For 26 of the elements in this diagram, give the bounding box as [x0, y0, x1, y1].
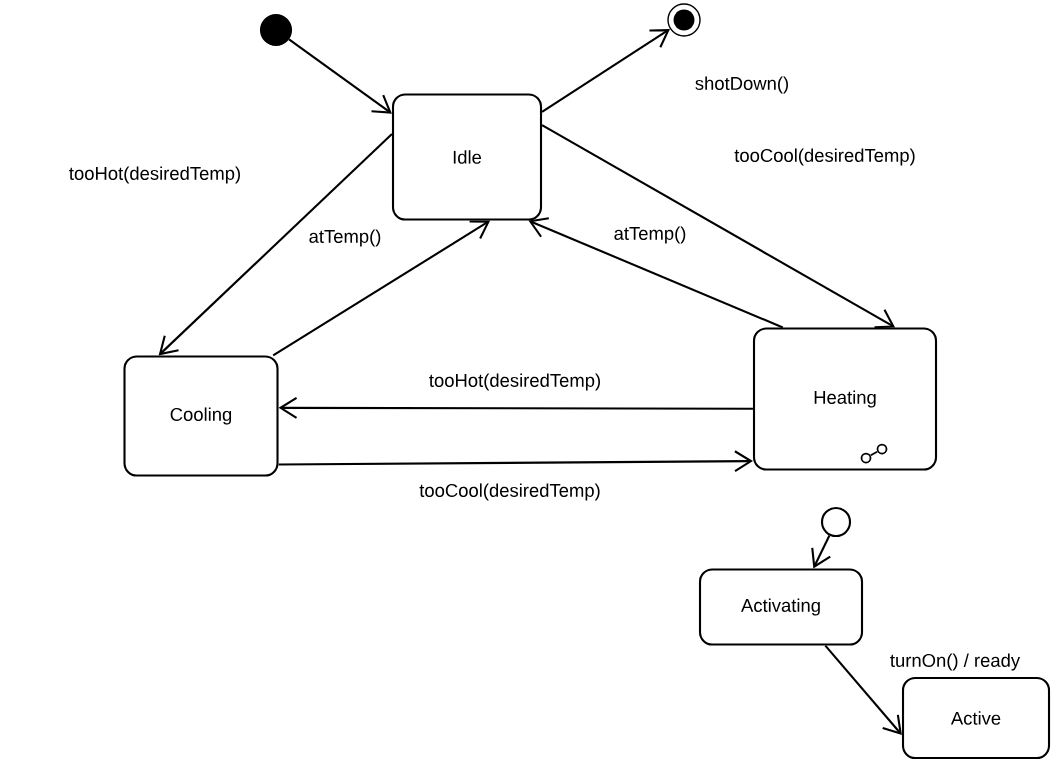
arrow — [541, 124, 896, 329]
state-box: Cooling — [123, 355, 279, 477]
arrow — [824, 644, 902, 736]
edge-label: atTemp() — [306, 227, 384, 249]
arrow — [288, 38, 392, 114]
start-circle — [820, 506, 852, 538]
edge-label: tooCool(desiredTemp) — [732, 146, 918, 168]
edge-label: tooHot(desiredTemp) — [427, 371, 603, 393]
edge-label: turnOn() / ready — [888, 651, 1022, 673]
arrow — [541, 29, 670, 113]
state-box: Active — [901, 676, 1051, 760]
final-state-symbol — [667, 3, 701, 37]
arrow — [811, 535, 831, 569]
arrow — [158, 133, 393, 356]
arrow — [278, 450, 753, 473]
edge-label: atTemp() — [611, 224, 689, 246]
arrow — [272, 220, 491, 357]
edge-label: tooCool(desiredTemp) — [417, 481, 603, 503]
state-box: Activating — [698, 568, 864, 646]
initial-state-dot — [259, 13, 293, 47]
edge-label: shotDown() — [693, 74, 791, 96]
arrow — [528, 217, 784, 329]
state-box: Idle — [391, 93, 543, 221]
edge-label: tooHot(desiredTemp) — [67, 164, 243, 186]
state-box: Heating — [752, 327, 938, 471]
arrow — [278, 397, 753, 419]
